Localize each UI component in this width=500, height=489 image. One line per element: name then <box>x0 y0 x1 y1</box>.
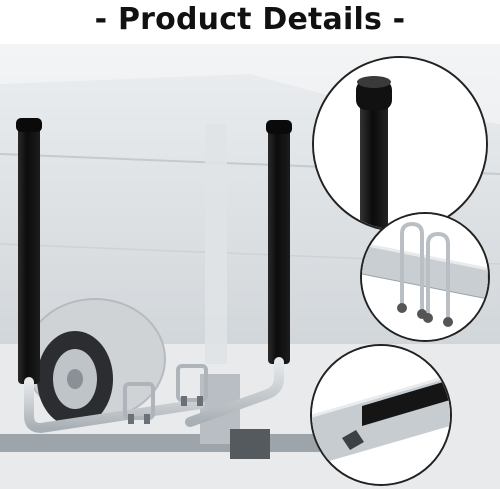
left-guide-pole <box>18 122 40 384</box>
left-u-bolt-clamp <box>123 382 155 424</box>
page-title: - Product Details - <box>94 2 406 37</box>
right-u-bolt-clamp <box>176 364 208 406</box>
background-pole <box>205 124 227 364</box>
u-bolt-1 <box>400 221 424 310</box>
black-sleeve <box>362 380 450 426</box>
pole-end-cap-closeup <box>312 56 488 232</box>
mounting-hole <box>342 430 364 450</box>
right-bracket <box>185 357 284 427</box>
end-cap <box>356 80 392 110</box>
right-guide-pole <box>268 124 290 364</box>
square-tube-closeup <box>310 344 452 486</box>
left-bracket <box>24 377 205 434</box>
u-bolt-2 <box>426 231 450 318</box>
u-bolt-mount-closeup <box>360 212 490 342</box>
